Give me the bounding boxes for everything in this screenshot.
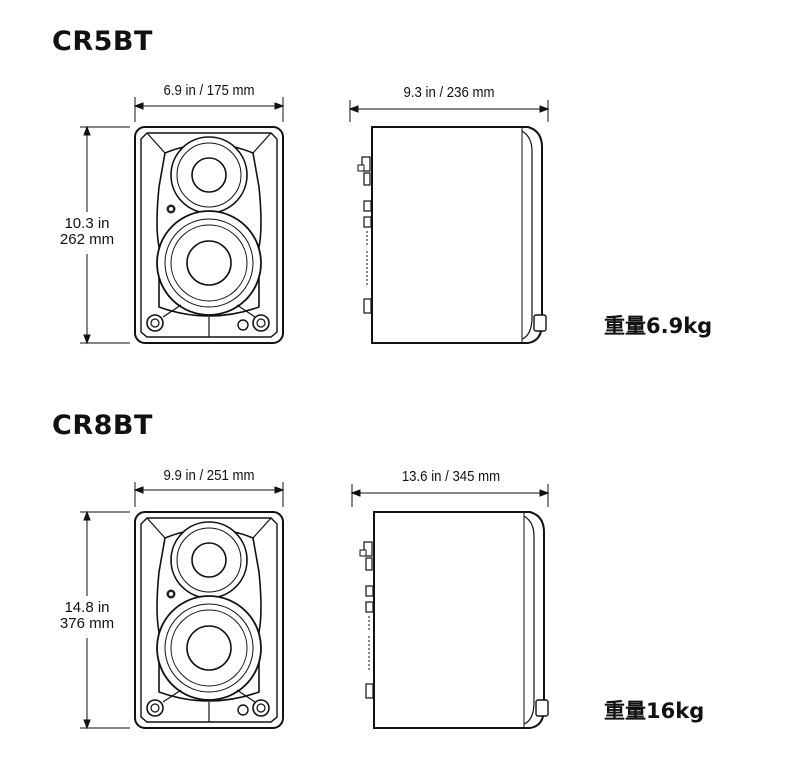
cr8bt-side-view [359,511,549,729]
side-depth-label-cr8bt: 13.6 in / 345 mm [401,468,501,485]
model-title-cr5bt: CR5BT [52,26,153,57]
height-mm-cr5bt: 262 mm [59,231,115,248]
cr5bt-front-view [134,126,284,344]
front-width-label-cr8bt: 9.9 in / 251 mm [163,467,255,484]
cr8bt-side-depth-dimension [350,484,550,507]
front-width-label-cr5bt: 6.9 in / 175 mm [163,82,255,99]
cr8bt-front-view [134,511,284,729]
cr5bt-side-view [357,126,547,344]
cr5bt-side-depth-dimension [348,100,550,122]
cr8bt-front-width-dimension [133,482,285,507]
height-label-cr5bt: 10.3 in 262 mm [46,216,128,248]
height-mm-cr8bt: 376 mm [59,615,115,632]
cr5bt-height-dimension [80,125,130,345]
weight-label-cr5bt: 重量6.9kg [604,314,713,338]
model-title-cr8bt: CR8BT [52,410,153,441]
cr8bt-height-dimension [80,510,130,730]
side-depth-label-cr5bt: 9.3 in / 236 mm [403,84,495,101]
cr5bt-front-width-dimension [133,97,285,122]
height-in-cr5bt: 10.3 in [64,215,110,232]
height-label-cr8bt: 14.8 in 376 mm [46,600,128,632]
weight-label-cr8bt: 重量16kg [604,699,705,723]
height-in-cr8bt: 14.8 in [64,599,110,616]
